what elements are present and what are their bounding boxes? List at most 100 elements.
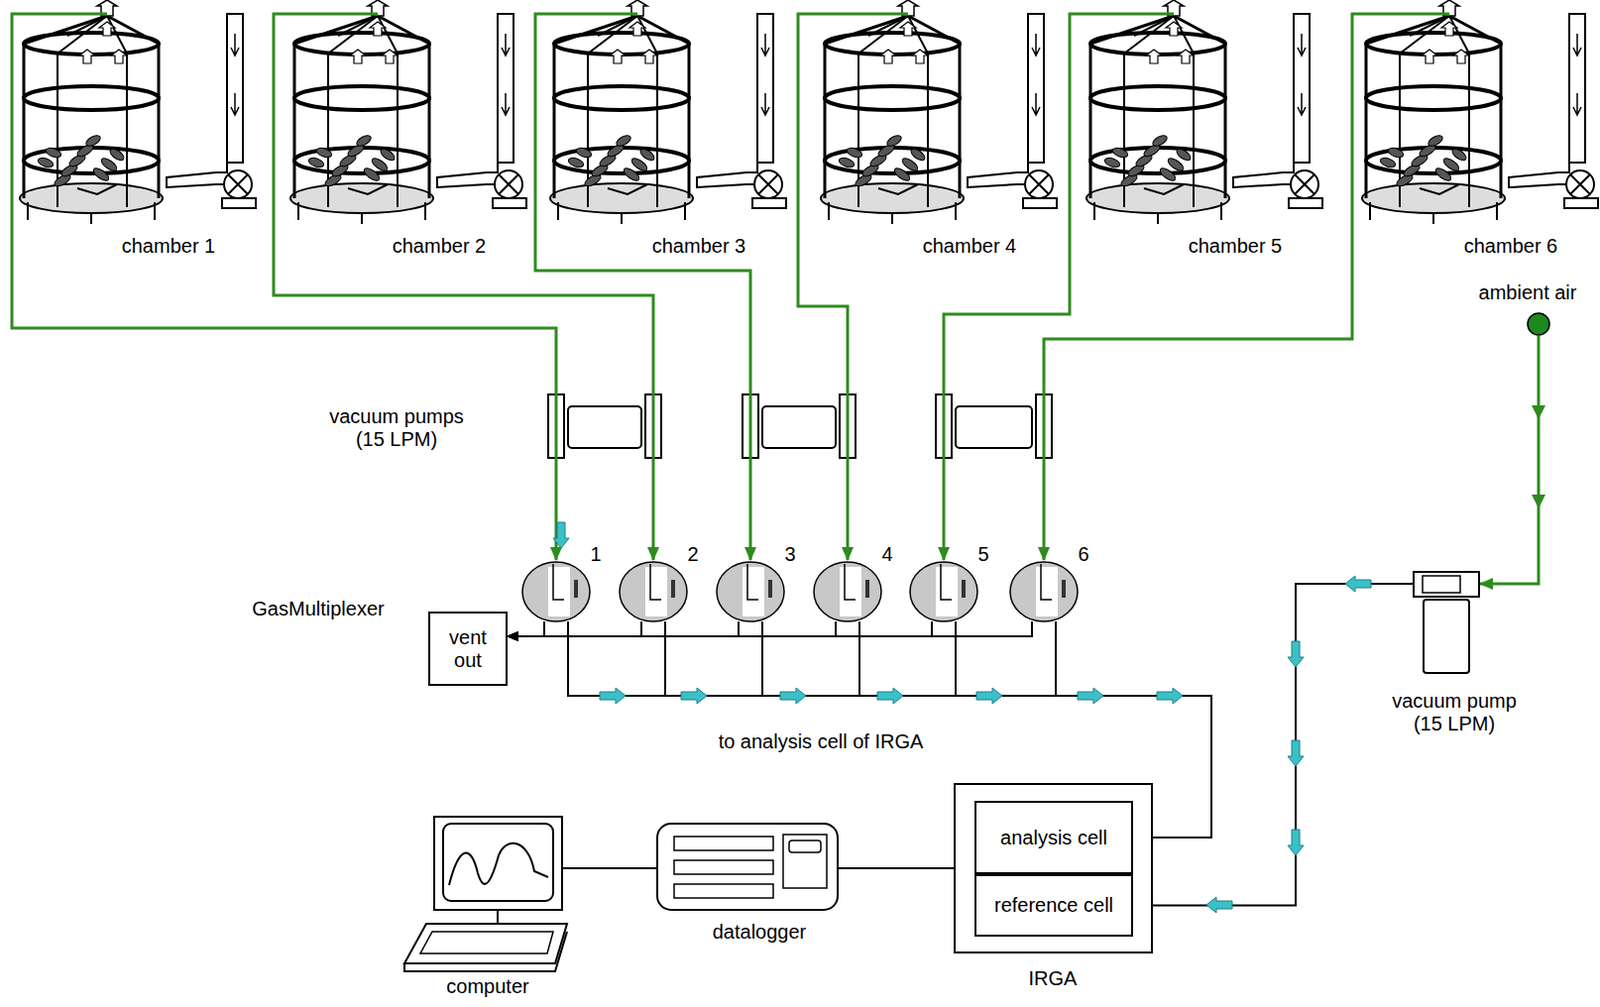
flow-arrow xyxy=(780,687,806,704)
keyboard-keys xyxy=(420,931,554,954)
valve-flow xyxy=(1040,564,1052,600)
node-label: vent out xyxy=(438,626,498,673)
display xyxy=(674,860,774,875)
multiplexer-valve: 5 xyxy=(908,560,980,624)
valve-port xyxy=(935,567,958,617)
multiplexer-valve: 6 xyxy=(1008,560,1080,624)
valve-body xyxy=(1010,562,1078,622)
valve-port xyxy=(742,567,765,617)
vent-box: vent out xyxy=(428,611,508,686)
keypad xyxy=(783,834,827,889)
tube-line xyxy=(838,867,954,870)
node-label: ambient air xyxy=(1479,281,1578,305)
callout-number: 1 xyxy=(589,543,601,567)
flow-arrow xyxy=(1287,740,1304,767)
ambient-air-inlet: ambient air xyxy=(1526,312,1551,337)
air-line xyxy=(943,13,1174,561)
valve-body xyxy=(813,562,882,622)
air-line xyxy=(535,13,751,561)
pump-body xyxy=(1423,599,1470,674)
multiplexer-valve-shape xyxy=(1008,560,1080,624)
flow-arrow xyxy=(1206,897,1233,914)
tube-line xyxy=(507,621,545,637)
screen-trace xyxy=(449,843,549,886)
chamber-label: chamber 2 xyxy=(392,234,487,258)
multiplexer-valve-shape xyxy=(617,560,689,624)
tube-line xyxy=(507,621,739,637)
display xyxy=(674,884,774,899)
pump-head xyxy=(1422,575,1461,593)
valve-seal xyxy=(865,579,870,598)
analysis-cell: analysis cell xyxy=(974,800,1134,875)
node-label: vacuum pump (15 LPM) xyxy=(1389,689,1519,736)
node-label: computer xyxy=(446,975,529,999)
valve-body xyxy=(522,562,590,622)
chamber: chamber 1 xyxy=(32,13,256,223)
datalogger: datalogger xyxy=(656,822,839,912)
tube-line xyxy=(507,621,836,637)
flow-arrow xyxy=(1345,575,1372,592)
multiplexer-valve: 3 xyxy=(714,560,787,624)
air-line xyxy=(1480,336,1539,584)
flow-arrow xyxy=(976,687,1003,704)
multiplexer-valve-shape xyxy=(908,560,980,624)
node-label: IRGA xyxy=(1028,967,1078,991)
flow-arrow xyxy=(1531,405,1546,420)
flow-arrow xyxy=(1287,829,1304,856)
multiplexer-label: GasMultiplexer xyxy=(251,597,384,621)
inlet-dot xyxy=(1527,313,1550,336)
flow-arrow xyxy=(1531,494,1546,509)
chamber-art xyxy=(19,0,256,225)
tube-line xyxy=(563,867,657,870)
chamber-label: chamber 1 xyxy=(121,234,217,258)
chamber-art xyxy=(1086,0,1323,225)
screen xyxy=(443,823,554,902)
tube-line xyxy=(507,621,932,637)
irga-box: IRGAanalysis cellreference cell xyxy=(953,783,1153,954)
chamber: chamber 2 xyxy=(303,13,527,223)
tube-line xyxy=(507,621,1032,637)
datalogger-shape xyxy=(656,822,839,912)
ambient-air-inlet-shape xyxy=(1526,312,1551,337)
valve-port xyxy=(839,567,862,617)
callout-number: 5 xyxy=(977,543,989,567)
datalogger-body xyxy=(657,823,838,911)
callout-number: 4 xyxy=(881,543,893,567)
valve-port xyxy=(1035,567,1058,617)
multiplexer-valve-shape xyxy=(714,560,787,624)
computer: computer xyxy=(433,815,564,912)
vacuum-pump-pair xyxy=(548,394,1052,458)
chamber-label: chamber 6 xyxy=(1464,234,1559,258)
flow-arrow xyxy=(681,687,707,704)
chamber: chamber 3 xyxy=(563,13,787,223)
reference-cell: reference cell xyxy=(974,874,1134,937)
valve-flow xyxy=(553,564,565,600)
valve-port xyxy=(645,567,668,617)
valve-seal xyxy=(1061,579,1066,598)
flow-arrow xyxy=(877,687,904,704)
tube-line xyxy=(1133,583,1413,907)
callout-number: 6 xyxy=(1077,543,1089,567)
chamber-art xyxy=(820,0,1057,225)
valve-body xyxy=(716,562,785,622)
node-label: reference cell xyxy=(994,894,1114,917)
node-label: datalogger xyxy=(712,920,807,944)
valve-seal xyxy=(573,579,578,598)
valve-seal xyxy=(768,579,773,598)
vacuum-pump: vacuum pump (15 LPM) xyxy=(1412,571,1481,675)
multiplexer-valve-shape xyxy=(520,560,592,624)
chamber-label: chamber 5 xyxy=(1188,234,1283,258)
valve-seal xyxy=(961,579,966,598)
valve-flow xyxy=(844,564,856,600)
chamber-art xyxy=(1362,0,1599,225)
pump-label: vacuum pumps (15 LPM) xyxy=(312,405,481,452)
chamber: chamber 6 xyxy=(1374,13,1599,223)
air-line xyxy=(273,13,654,561)
chamber: chamber 4 xyxy=(833,13,1057,223)
multiplexer-valve: 1 xyxy=(520,560,592,624)
chamber-art xyxy=(550,0,787,225)
air-line xyxy=(798,13,909,561)
display xyxy=(674,836,774,851)
chamber: chamber 5 xyxy=(1099,13,1323,223)
valve-flow xyxy=(940,564,952,600)
